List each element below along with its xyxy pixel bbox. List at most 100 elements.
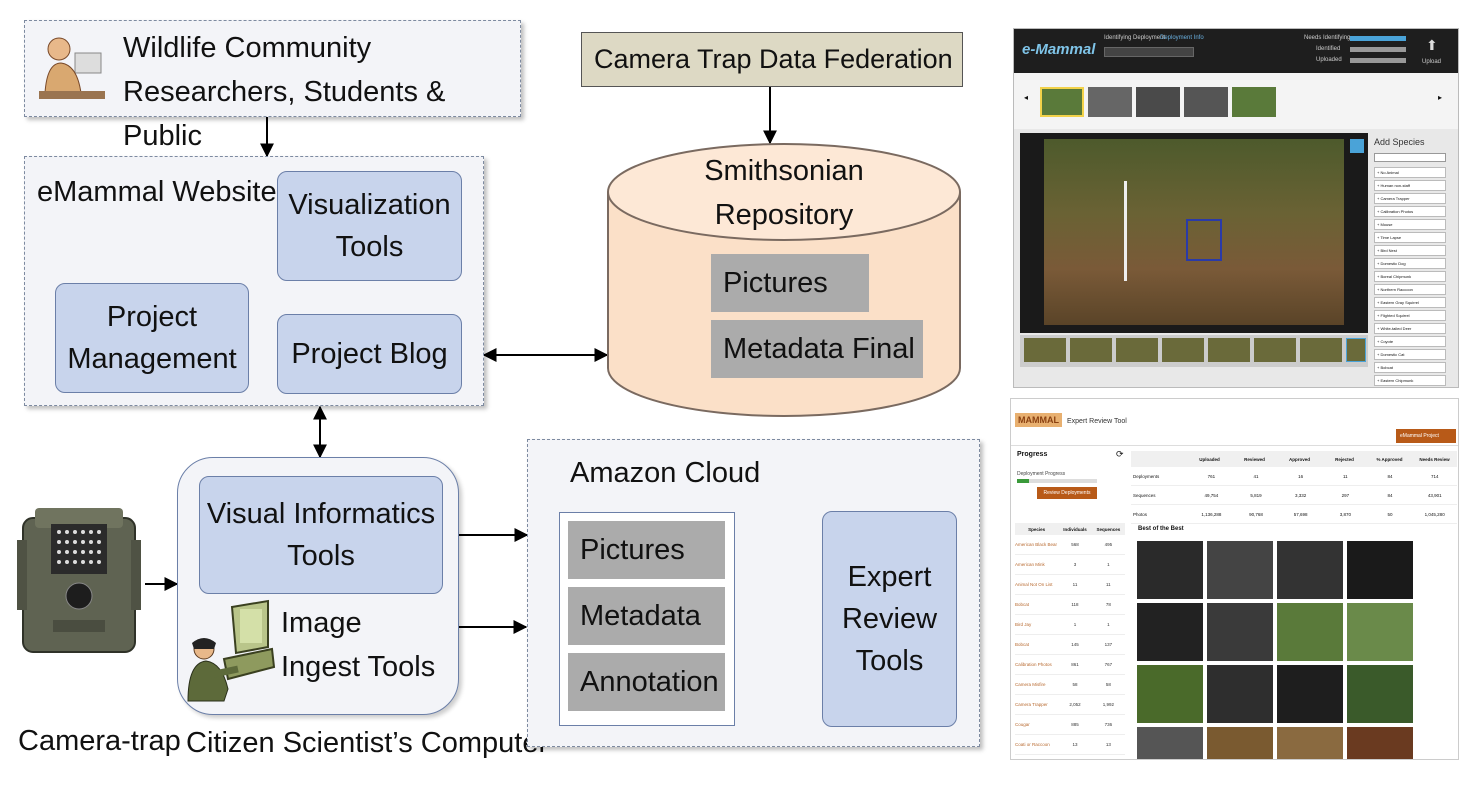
stats-column-header: Approved — [1288, 456, 1310, 462]
grid-photo[interactable] — [1347, 541, 1413, 599]
grid-photo[interactable] — [1277, 541, 1343, 599]
visualization-tools-box[interactable]: Visualization Tools — [277, 171, 462, 281]
thumbnail[interactable] — [1184, 87, 1228, 117]
grid-photo[interactable] — [1347, 665, 1413, 723]
stats-column-header: Needs Review — [1419, 456, 1450, 462]
grid-photo[interactable] — [1277, 603, 1343, 661]
expand-icon[interactable] — [1350, 139, 1364, 153]
species-list-item[interactable]: + Flighted Squirrel — [1374, 310, 1446, 321]
species-list-item[interactable]: + Human non-staff — [1374, 180, 1446, 191]
main-photo — [1020, 133, 1368, 333]
project-management-label: Project Management — [67, 300, 237, 375]
upload-label: Upload — [1422, 59, 1442, 65]
grid-photo[interactable] — [1207, 665, 1273, 723]
grid-photo[interactable] — [1137, 541, 1203, 599]
community-line2: Researchers, Students & Public — [123, 76, 446, 152]
species-list-item[interactable]: + Domestic Cat — [1374, 349, 1446, 360]
computer-caption: Citizen Scientist’s Computer — [186, 727, 549, 759]
cloud-pictures-box: Pictures — [568, 521, 725, 579]
grid-photo[interactable] — [1137, 665, 1203, 723]
species-list-item[interactable]: + Bobcat — [1374, 362, 1446, 373]
cloud-pictures-label: Pictures — [580, 533, 685, 566]
needs-identifying-label: Needs Identifying — [1304, 35, 1351, 41]
stats-column-header: Rejected — [1335, 456, 1354, 462]
grid-photo[interactable] — [1277, 665, 1343, 723]
project-button[interactable]: eMammal Project — [1396, 429, 1456, 443]
expert-review-screenshot: MAMMAL Expert Review Tool eMammal Projec… — [1010, 398, 1459, 760]
species-list-item[interactable]: + Mouse — [1374, 219, 1446, 230]
grid-photo[interactable] — [1207, 603, 1273, 661]
grid-photo[interactable] — [1207, 727, 1273, 759]
website-box: eMammal Website Visualization Tools Proj… — [24, 156, 484, 406]
deployment-info-tab[interactable]: Deployment Info — [1160, 35, 1204, 41]
species-list-item[interactable]: + Domestic Dog — [1374, 258, 1446, 269]
species-list-item[interactable]: + Eastern Chipmunk — [1374, 375, 1446, 386]
best-of-best-title: Best of the Best — [1138, 526, 1184, 532]
grid-photo[interactable] — [1347, 727, 1413, 759]
species-list-item[interactable]: + Northern Raccoon — [1374, 284, 1446, 295]
review-deployments-button[interactable]: Review Deployments — [1037, 487, 1097, 499]
repo-pictures-box: Pictures — [711, 254, 869, 312]
identified-label: Identified — [1316, 46, 1341, 52]
deployment-select[interactable] — [1104, 47, 1194, 57]
community-box: Wildlife Community Researchers, Students… — [24, 20, 521, 152]
thumbnail[interactable] — [1136, 87, 1180, 117]
stats-column-header: % Approved — [1376, 456, 1403, 462]
grid-photo[interactable] — [1137, 727, 1203, 759]
species-list-item[interactable]: + Calibration Photos — [1374, 206, 1446, 217]
species-list-item[interactable]: + Coyote — [1374, 336, 1446, 347]
cloud-annotation-box: Annotation — [568, 653, 725, 711]
next-arrow-icon[interactable]: ▸ — [1438, 93, 1443, 102]
visual-informatics-box[interactable]: Visual Informatics Tools — [199, 476, 443, 594]
species-panel: Add Species + No Animal+ Human non-staff… — [1372, 133, 1454, 386]
deployment-progress-bar — [1017, 479, 1097, 483]
species-list-item[interactable]: + Bird Nest — [1374, 245, 1446, 256]
review-title: Expert Review Tool — [1067, 418, 1127, 425]
species-list-item[interactable]: + Eastern Gray Squirrel — [1374, 297, 1446, 308]
species-list-item[interactable]: + White-tailed Deer — [1374, 323, 1446, 334]
upload-arrow-icon[interactable]: ⬆ — [1426, 37, 1438, 53]
project-management-box[interactable]: Project Management — [55, 283, 249, 393]
grid-photo[interactable] — [1207, 541, 1273, 599]
species-list-item[interactable]: + Camera Trapper — [1374, 193, 1446, 204]
repo-metadata-box: Metadata Final — [711, 320, 923, 378]
thumbnail[interactable] — [1088, 87, 1132, 117]
camera-caption: Camera-trap — [18, 725, 181, 757]
community-line1: Wildlife Community — [123, 32, 372, 64]
species-list-item[interactable]: + Time Lapse — [1374, 232, 1446, 243]
thumbnail[interactable] — [1232, 87, 1276, 117]
researcher-icon — [39, 37, 105, 99]
grid-photo[interactable] — [1277, 727, 1343, 759]
visual-informatics-label: Visual Informatics Tools — [206, 497, 436, 572]
grid-photo[interactable] — [1137, 603, 1203, 661]
species-list-item[interactable]: + No Animal — [1374, 167, 1446, 178]
detection-box[interactable] — [1186, 219, 1222, 261]
expert-review-box[interactable]: Expert Review Tools — [822, 511, 957, 727]
thumbnail[interactable] — [1040, 87, 1084, 117]
prev-arrow-icon[interactable]: ◂ — [1024, 93, 1029, 102]
project-blog-box[interactable]: Project Blog — [277, 314, 462, 394]
visualization-tools-label: Visualization Tools — [288, 188, 451, 263]
refresh-icon[interactable]: ⟳ — [1116, 449, 1124, 459]
species-search-input[interactable] — [1374, 153, 1446, 162]
app-logo: e-Mammal — [1022, 41, 1096, 58]
progress-bar-uploaded — [1350, 58, 1406, 63]
species-list-item[interactable]: + Boreal Chipmunk — [1374, 271, 1446, 282]
grid-photo[interactable] — [1347, 603, 1413, 661]
cloud-annotation-label: Annotation — [580, 665, 719, 698]
